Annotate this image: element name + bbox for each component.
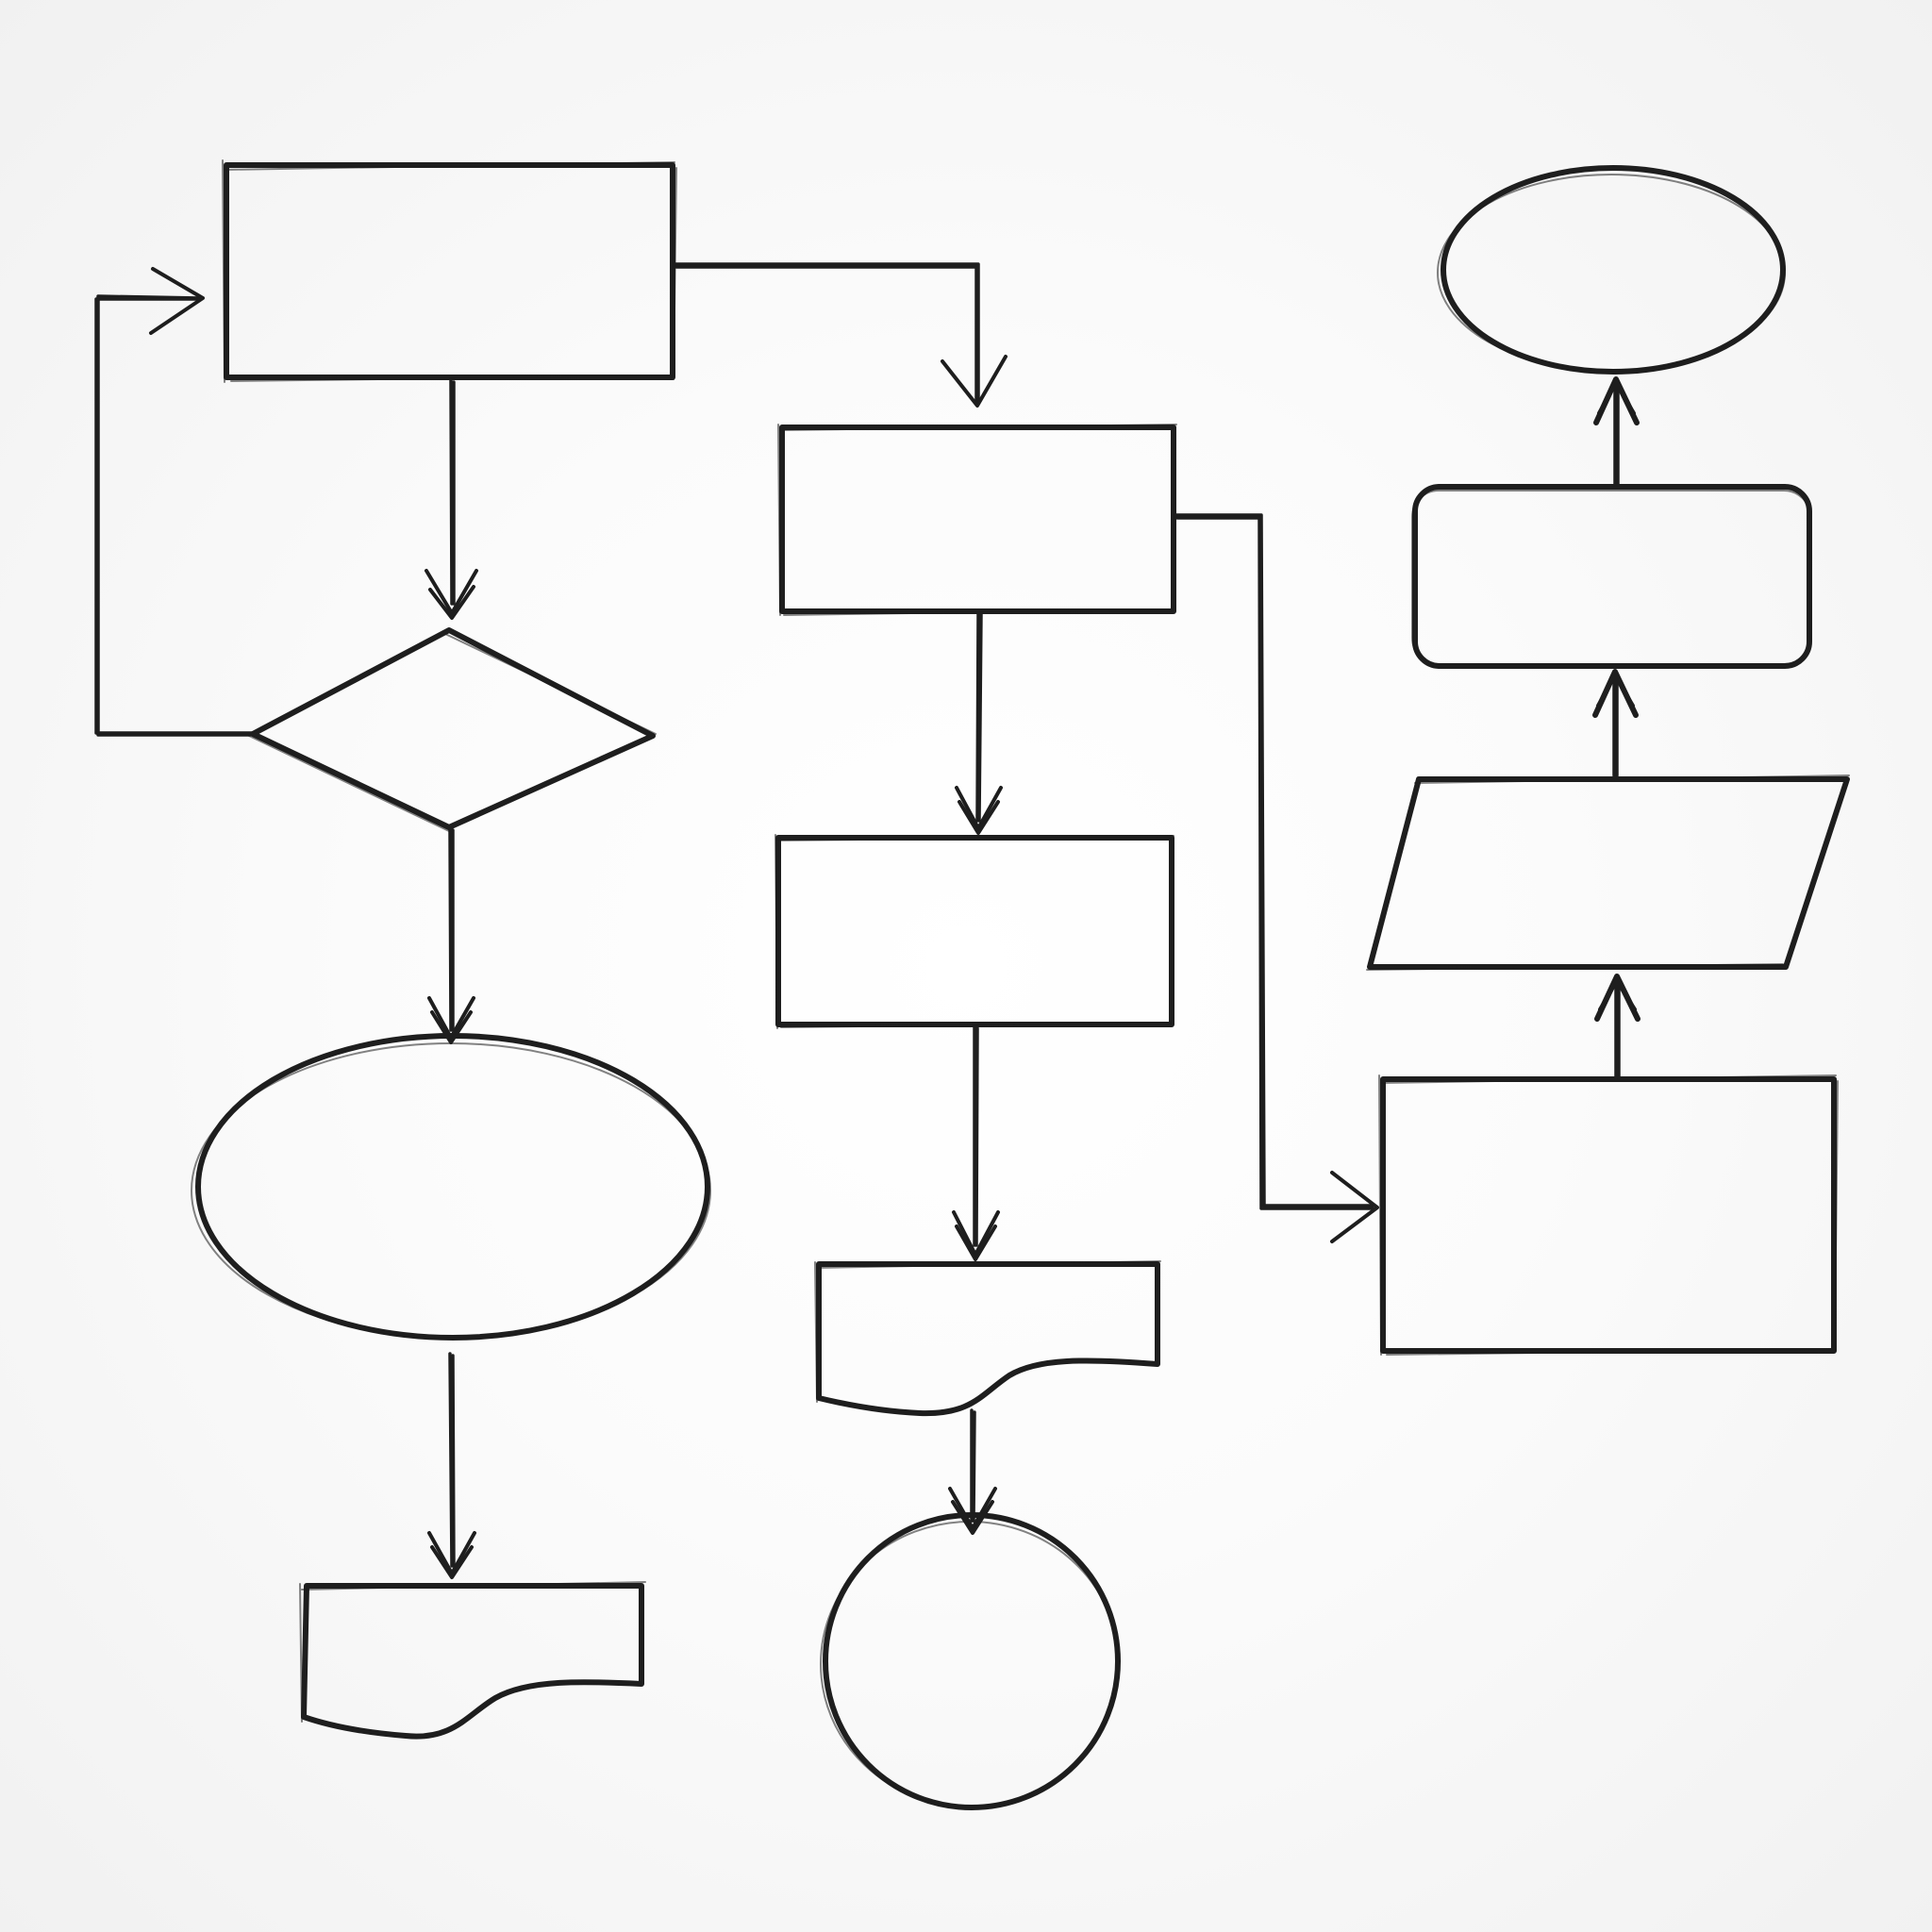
edge-mid-process-1-to-right-process [1174,513,1379,1243]
right-terminator-node [1437,165,1786,375]
edge-data-to-rounded [1592,669,1639,777]
left-document-node [299,1581,646,1740]
left-process-top-node [222,159,677,383]
left-decision-node [248,627,657,832]
edge-right-process-to-data [1594,974,1641,1079]
right-data-node [1366,774,1850,971]
right-process-node [1378,1074,1839,1356]
right-rounded-node [1411,484,1812,669]
edge-left-process-to-mid-process-1 [673,262,1008,408]
edge-decision-loop-back [94,267,255,737]
mid-circle-node [820,1512,1121,1810]
edge-ellipse-to-document [427,1352,476,1579]
mid-process-1-node [777,424,1177,616]
edge-mid-process-2-to-mid-document [952,1024,1000,1261]
edge-mid-process-1-to-mid-process-2 [955,609,1003,835]
edge-rounded-to-terminator [1593,376,1640,487]
left-ellipse-node [191,1033,711,1341]
edge-decision-to-ellipse [427,826,475,1044]
edge-left-process-to-decision [425,378,478,620]
mid-process-2-node [774,834,1174,1029]
edge-mid-document-to-circle [948,1408,997,1535]
mid-document-node [814,1260,1161,1417]
